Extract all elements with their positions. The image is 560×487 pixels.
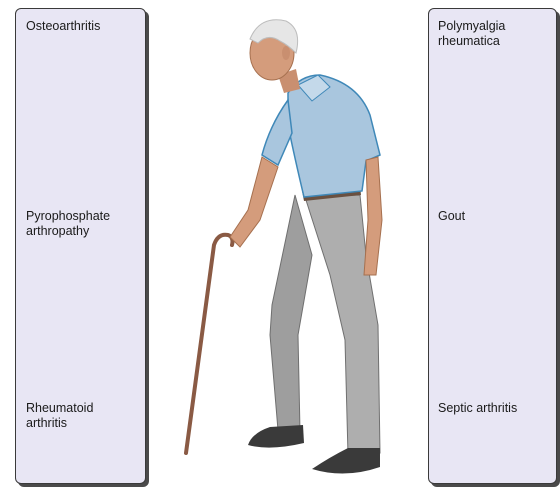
left-sleeve (262, 100, 292, 165)
label-septic-arthritis: Septic arthritis (438, 401, 556, 416)
front-shoe (312, 448, 380, 474)
right-panel: Polymyalgia rheumatica Gout Septic arthr… (428, 8, 557, 484)
cane (186, 235, 233, 453)
left-arm (230, 157, 278, 247)
back-leg (270, 195, 312, 432)
label-gout: Gout (438, 209, 556, 224)
back-shoe (248, 425, 304, 448)
elderly-man-with-cane-figure (170, 5, 420, 487)
left-panel: Osteoarthritis Pyrophosphate arthropathy… (15, 8, 146, 484)
label-pyrophosphate-arthropathy: Pyrophosphate arthropathy (26, 209, 144, 239)
label-osteoarthritis: Osteoarthritis (26, 19, 144, 34)
right-arm (364, 157, 382, 275)
ear (282, 46, 290, 60)
label-rheumatoid-arthritis: Rheumatoid arthritis (26, 401, 144, 431)
label-polymyalgia-rheumatica: Polymyalgia rheumatica (438, 19, 556, 49)
